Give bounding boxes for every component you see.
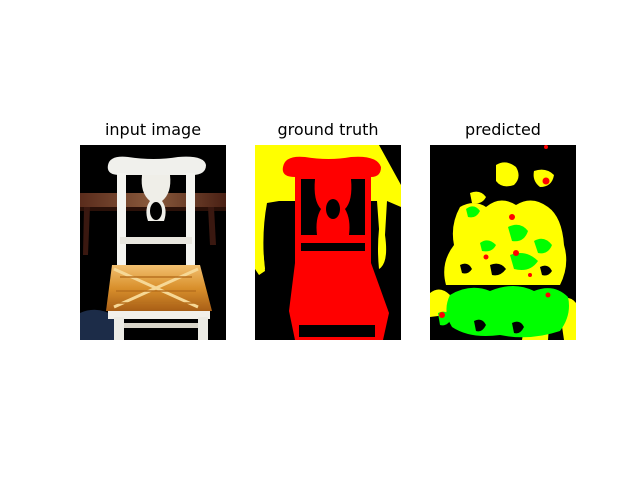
input-image-panel	[80, 145, 226, 340]
ground-truth-panel	[255, 145, 401, 340]
ground-truth-mask	[255, 145, 401, 340]
predicted-mask	[430, 145, 576, 340]
ground-truth-title: ground truth	[277, 120, 379, 139]
predicted-panel	[430, 145, 576, 340]
input-image-photo	[80, 145, 226, 340]
predicted-title: predicted	[465, 120, 541, 139]
input-image-title: input image	[104, 120, 202, 139]
